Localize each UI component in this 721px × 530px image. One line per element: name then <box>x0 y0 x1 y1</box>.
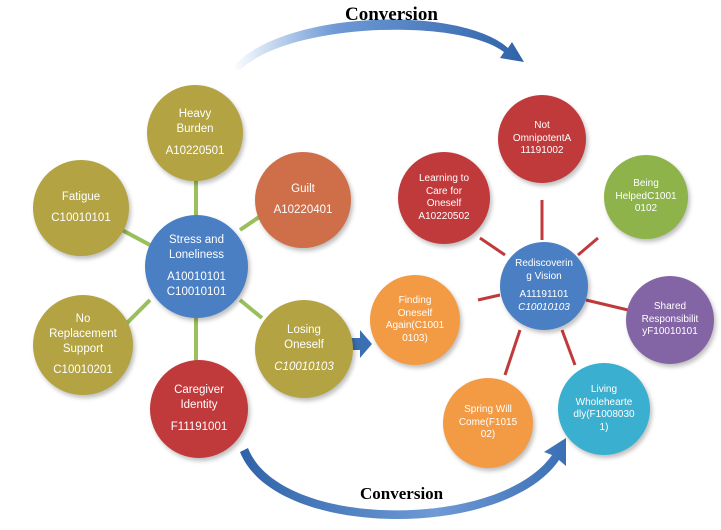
node-text-line <box>79 205 82 212</box>
node-text-line: Living <box>590 384 618 395</box>
node-text-line: g Vision <box>526 270 562 282</box>
node-text-line: Oneself <box>426 198 462 209</box>
node-text-line: Shared <box>653 301 687 313</box>
node-text-line: Burden <box>176 123 214 136</box>
node-text-line: Oneself <box>397 307 433 319</box>
node-text-line: Oneself <box>284 339 324 352</box>
node-fatigue: Fatigue C10010101 <box>33 160 129 256</box>
node-text-line: Being <box>633 178 659 190</box>
right-connectors <box>477 200 629 376</box>
node-text-line: Care for <box>425 185 463 197</box>
node-text-line: Not <box>534 120 550 132</box>
node-text-line: 1) <box>599 421 609 433</box>
node-text-line: 0103) <box>402 332 428 344</box>
node-text-line: A11191101 <box>519 289 569 300</box>
node-text-line: Spring Will <box>464 404 512 416</box>
top-conversion-label: Conversion <box>345 4 438 25</box>
node-text-line: Learning to <box>418 173 470 184</box>
node-text-line <box>302 353 305 360</box>
node-text-line: Caregiver <box>174 384 224 397</box>
node-text-line: OmnipotentA <box>512 132 572 144</box>
node-text-line: Wholehearte <box>575 396 633 408</box>
node-text-line: Heavy <box>178 108 212 121</box>
node-text-line <box>193 137 196 144</box>
node-text-line: C10010101 <box>166 285 227 298</box>
node-text-line: No <box>75 312 91 325</box>
node-text-line: A10010101 <box>167 270 226 283</box>
node-text-line: Fatigue <box>61 190 101 203</box>
node-guilt: Guilt A10220401 <box>255 152 351 248</box>
node-text-line: Support <box>62 342 104 355</box>
node-text-line <box>81 356 84 363</box>
top-conversion-arrow <box>232 19 524 70</box>
node-text-line: Finding <box>398 295 432 306</box>
node-text-line: A10220502 <box>418 210 470 222</box>
node-text-line: C10010101 <box>51 212 111 225</box>
node-text-line: Stress and <box>169 234 224 247</box>
node-text-line: F11191001 <box>170 420 228 433</box>
node-text-line <box>197 413 200 420</box>
bottom-conversion-label: Conversion <box>360 484 444 503</box>
node-text-line <box>301 197 304 204</box>
node-text-line: 02) <box>480 429 496 441</box>
node-text-line: Losing <box>287 324 321 337</box>
node-text-line: C10010201 <box>53 364 113 377</box>
node-text-line: Guilt <box>291 182 315 195</box>
node-text-line: 0102 <box>634 203 658 215</box>
node-text-line: A10220501 <box>165 144 225 157</box>
node-text-line: Identity <box>180 399 218 412</box>
middle-arrow <box>350 330 372 358</box>
node-text-line <box>195 263 198 270</box>
node-text-line: HelpedC1001 <box>615 190 677 202</box>
node-text-line: Loneliness <box>169 249 224 262</box>
node-text-line: A10220401 <box>273 204 333 217</box>
node-text-line: 11191002 <box>520 145 564 157</box>
node-text-line: C10010103 <box>518 301 570 313</box>
node-text-line: Rediscoverin <box>515 258 573 269</box>
node-text-line: Come(F1015 <box>458 416 518 428</box>
bottom-conversion-arrow <box>240 438 566 520</box>
node-text-line: dly(F1008030 <box>573 409 635 420</box>
node-text-line: Again(C1001 <box>385 320 445 331</box>
node-text-line: yF10010101 <box>642 326 698 338</box>
node-text-line: Replacement <box>49 327 117 340</box>
node-text-line: Responsibilit <box>641 313 699 325</box>
node-text-line: C10010103 <box>274 360 334 373</box>
